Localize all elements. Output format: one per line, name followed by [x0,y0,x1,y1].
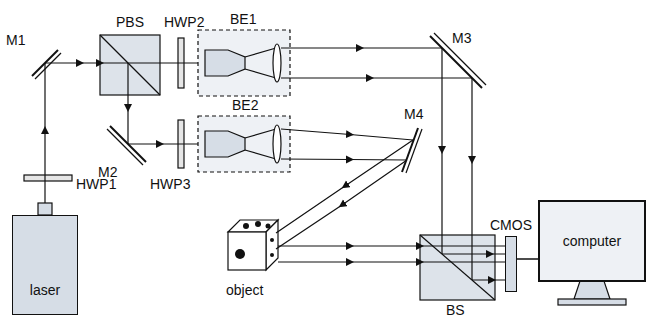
splitter-diagonal [100,35,160,95]
computer-monitor: computer [538,200,646,282]
laser-emitter [38,203,52,215]
cmos-sensor: CMOS [505,236,517,292]
mirror-back [35,53,61,79]
node-text: laser [30,282,60,298]
polarizing-beam-splitter [100,35,160,95]
mirror-back [107,129,143,165]
monitor-stand [574,281,610,299]
component-label: BE2 [232,97,258,113]
laser-beam [45,48,505,280]
component-label: object [226,282,263,298]
node-text: computer [563,233,621,249]
mirror-back [406,129,422,173]
beam-splitter [420,235,495,300]
component-label: M3 [452,30,471,46]
splitter-diagonal [420,235,495,300]
component-label: M2 [98,164,117,180]
beam-expander [198,116,290,172]
laser-box: laser [12,215,78,315]
component-label: M4 [404,106,423,122]
monitor-base [558,299,626,305]
cable [517,258,538,260]
node-text: CMOS [490,217,532,233]
component-label: BS [446,302,465,318]
component-label: HWP3 [150,176,190,192]
beam-expander [198,30,290,96]
component-label: BE1 [230,11,256,27]
component-label: PBS [116,14,144,30]
component-label: M1 [6,32,25,48]
half-wave-plate [24,175,72,181]
component-label: HWP2 [164,14,204,30]
mirror [402,128,418,172]
object-cube [228,220,278,270]
